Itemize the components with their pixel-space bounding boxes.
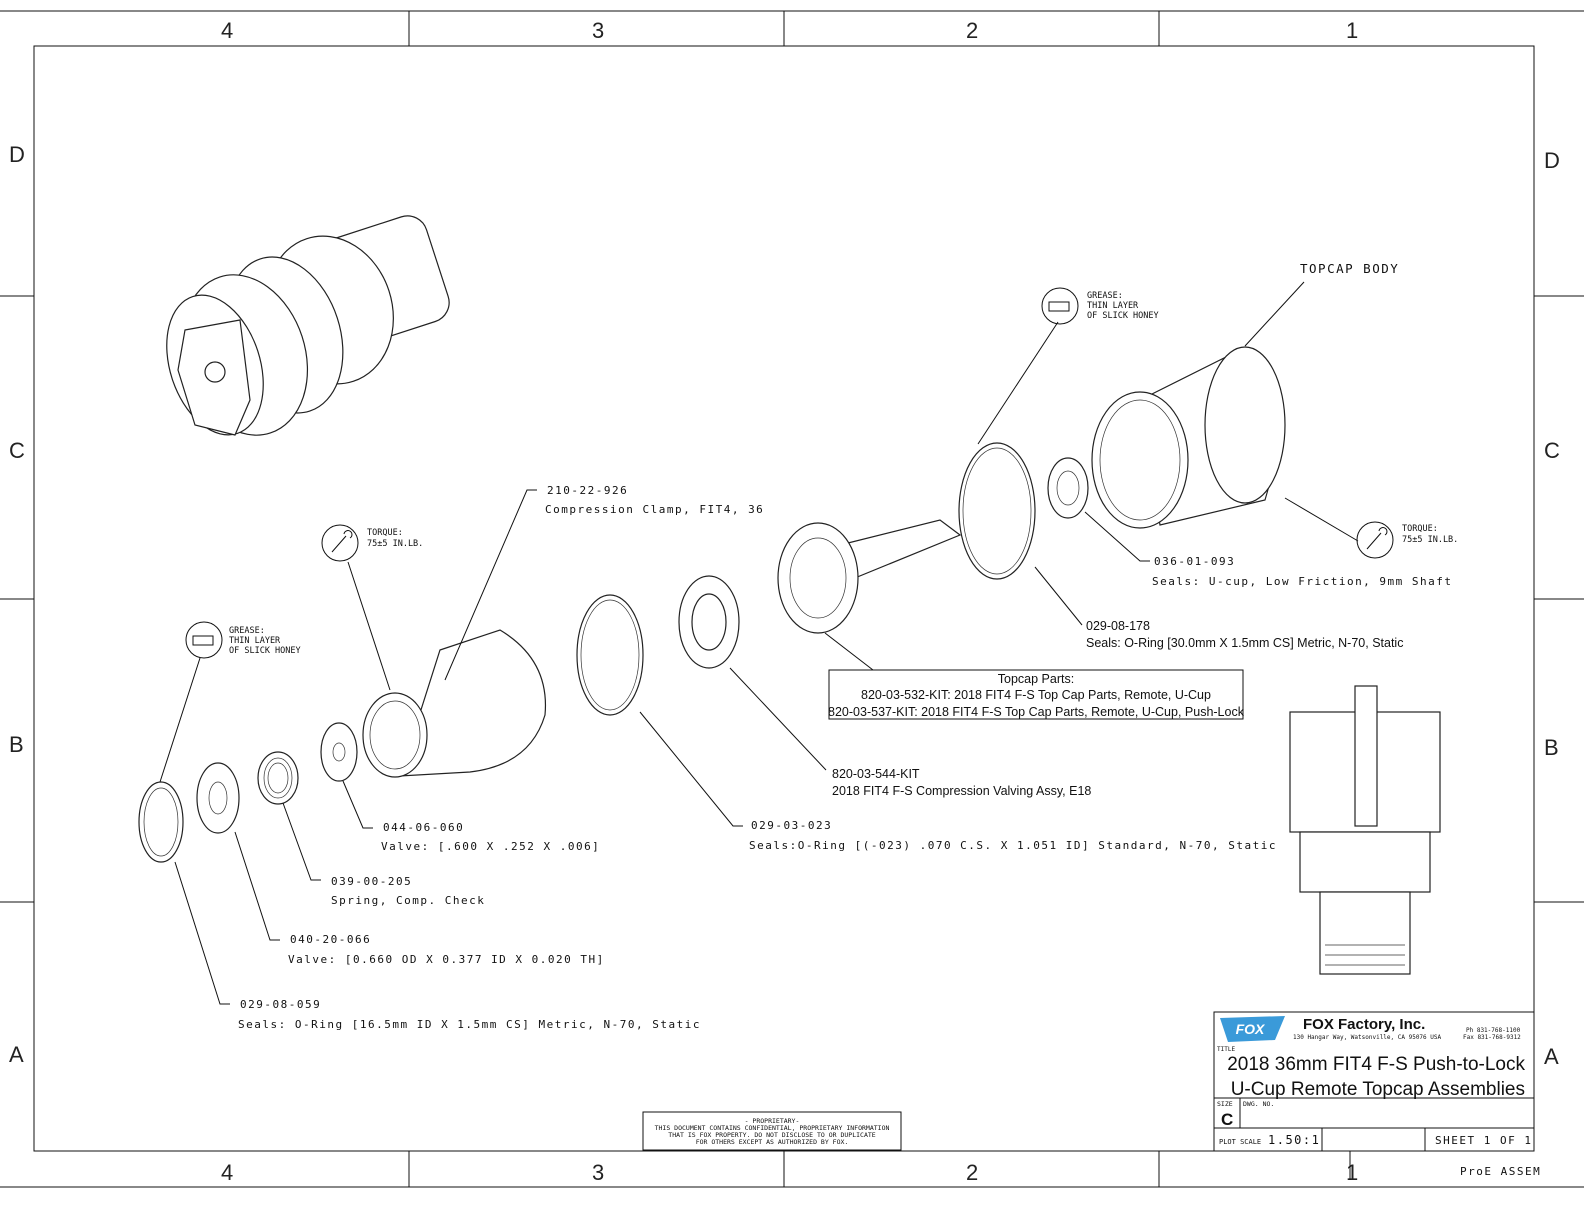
- svg-text:THIS DOCUMENT CONTAINS CONFIDE: THIS DOCUMENT CONTAINS CONFIDENTIAL, PRO…: [655, 1124, 890, 1132]
- oring-029-08-178: [958, 442, 1036, 580]
- fox-logo-text: FOX: [1236, 1021, 1266, 1037]
- zone-row-b-right: B: [1544, 735, 1559, 760]
- topcap-parts-line: 820-03-532-KIT: 2018 FIT4 F-S Top Cap Pa…: [861, 688, 1211, 702]
- svg-text:OF SLICK HONEY: OF SLICK HONEY: [1087, 311, 1159, 321]
- topcap-parts-box: [828, 669, 1244, 720]
- callout-desc: Seals: O-Ring [16.5mm ID X 1.5mm CS] Met…: [238, 1018, 701, 1031]
- zone-col-1-bottom: 1: [1346, 1160, 1358, 1185]
- proprietary-notice: - PROPRIETARY- THIS DOCUMENT CONTAINS CO…: [655, 1117, 890, 1146]
- zone-col-4-bottom: 4: [221, 1160, 233, 1185]
- callout-desc: Valve: [.600 X .252 X .006]: [381, 840, 600, 853]
- callout-part-no: 029-08-059: [240, 998, 321, 1011]
- svg-text:TORQUE:: TORQUE:: [1402, 524, 1438, 534]
- compression-clamp-210-22-926: [399, 629, 547, 777]
- callout-desc: Valve: [0.660 OD X 0.377 ID X 0.020 TH]: [288, 953, 605, 966]
- leader-lines: [159, 281, 1359, 1005]
- zone-row-b: B: [9, 732, 24, 757]
- wrench-icon: [321, 524, 359, 562]
- zone-col-2-bottom: 2: [966, 1160, 978, 1185]
- drawing-title-line2: U-Cup Remote Topcap Assemblies: [1231, 1079, 1525, 1100]
- size-value: C: [1221, 1110, 1233, 1129]
- callout-desc: Seals: O-Ring [30.0mm X 1.5mm CS] Metric…: [1086, 636, 1403, 650]
- software-label: ProE ASSEM: [1460, 1165, 1541, 1178]
- grease-note-lower: GREASE: THIN LAYER OF SLICK HONEY: [185, 621, 301, 659]
- topcap-parts-line: 820-03-537-KIT: 2018 FIT4 F-S Top Cap Pa…: [828, 705, 1245, 719]
- oring-029-08-059: [138, 781, 184, 863]
- topcap-body-label: TOPCAP BODY: [1300, 261, 1399, 276]
- dwg-no-label: DWG. NO.: [1243, 1100, 1274, 1108]
- valve-044-06-060: [320, 722, 358, 782]
- spring-039-00-205: [257, 751, 299, 805]
- callout-part-no: 029-08-178: [1086, 619, 1150, 633]
- svg-text:75±5 IN.LB.: 75±5 IN.LB.: [367, 539, 423, 549]
- drawing-title-line1: 2018 36mm FIT4 F-S Push-to-Lock: [1227, 1054, 1525, 1075]
- ucup-036-01-093: [1047, 457, 1089, 519]
- torque-note-left: TORQUE: 75±5 IN.LB.: [321, 524, 423, 562]
- title-block: FOX FOX Factory, Inc. 130 Hangar Way, Wa…: [1213, 1011, 1541, 1180]
- zone-col-3: 3: [592, 18, 604, 43]
- size-label: SIZE: [1217, 1100, 1233, 1108]
- zone-row-c-right: C: [1544, 438, 1560, 463]
- wrench-icon: [1356, 521, 1394, 559]
- valve-040-20-066: [196, 762, 240, 834]
- svg-text:TORQUE:: TORQUE:: [367, 528, 403, 538]
- callout-desc: Compression Clamp, FIT4, 36: [545, 503, 764, 516]
- zone-row-a-right: A: [1544, 1044, 1559, 1069]
- svg-text:GREASE:: GREASE:: [1087, 291, 1123, 301]
- callout-part-no: 036-01-093: [1154, 555, 1235, 568]
- zone-col-1: 1: [1346, 18, 1358, 43]
- callout-part-no: 210-22-926: [547, 484, 628, 497]
- zone-row-c: C: [9, 438, 25, 463]
- company-address: 130 Hangar Way, Watsonville, CA 95076 US…: [1293, 1034, 1441, 1041]
- grease-icon: [185, 621, 223, 659]
- svg-text:THIN LAYER: THIN LAYER: [1087, 301, 1139, 311]
- callout-desc: Seals:O-Ring [(-023) .070 C.S. X 1.051 I…: [749, 839, 1277, 852]
- company-name: FOX Factory, Inc.: [1303, 1016, 1425, 1033]
- svg-text:75±5 IN.LB.: 75±5 IN.LB.: [1402, 535, 1458, 545]
- callout-desc: Seals: U-cup, Low Friction, 9mm Shaft: [1152, 575, 1453, 588]
- callout-part-no: 044-06-060: [383, 821, 464, 834]
- zone-row-a: A: [9, 1042, 24, 1067]
- plot-scale-value: 1.50:1: [1268, 1133, 1320, 1147]
- callout-desc: Spring, Comp. Check: [331, 894, 485, 907]
- callout-part-no: 040-20-066: [290, 933, 371, 946]
- proprietary-notice-box: [642, 1111, 902, 1151]
- grease-note-upper: GREASE: THIN LAYER OF SLICK HONEY: [1041, 287, 1159, 325]
- topcap-parts-heading: Topcap Parts:: [998, 672, 1074, 686]
- oring-029-03-023: [576, 594, 644, 716]
- svg-text:GREASE:: GREASE:: [229, 626, 265, 636]
- callout-part-no: 029-03-023: [751, 819, 832, 832]
- svg-text:- PROPRIETARY-: - PROPRIETARY-: [745, 1117, 800, 1125]
- title-label: TITLE: [1217, 1046, 1235, 1053]
- zone-row-d-right: D: [1544, 148, 1560, 173]
- torque-note-right: TORQUE: 75±5 IN.LB.: [1356, 521, 1458, 559]
- zone-col-3-bottom: 3: [592, 1160, 604, 1185]
- exploded-parts: [138, 346, 1286, 863]
- svg-text:OF SLICK HONEY: OF SLICK HONEY: [229, 646, 301, 656]
- svg-text:THAT IS FOX PROPERTY. DO NOT: THAT IS FOX PROPERTY. DO NOT DISCLOSE TO…: [668, 1131, 875, 1139]
- callout-part-no: 820-03-544-KIT: [832, 767, 920, 781]
- sheet-number: SHEET 1 OF 1: [1435, 1134, 1532, 1147]
- callout-part-no: 039-00-205: [331, 875, 412, 888]
- callout-desc: 2018 FIT4 F-S Compression Valving Assy, …: [832, 784, 1091, 798]
- sheet-border: [0, 10, 1584, 1188]
- grease-icon: [1041, 287, 1079, 325]
- fox-logo: [1220, 1016, 1285, 1042]
- assembled-topcap-view: [166, 215, 450, 436]
- svg-text:FOR OTHERS EXCEPT AS AUTHORIZE: FOR OTHERS EXCEPT AS AUTHORIZED BY FOX.: [696, 1138, 849, 1146]
- section-view: [1289, 685, 1441, 975]
- plot-scale-label: PLOT SCALE: [1219, 1138, 1261, 1146]
- company-fax: Fax 831-768-9312: [1463, 1034, 1521, 1041]
- zone-col-4: 4: [221, 18, 233, 43]
- zone-col-2: 2: [966, 18, 978, 43]
- svg-text:THIN LAYER: THIN LAYER: [229, 636, 281, 646]
- zone-row-d: D: [9, 142, 25, 167]
- company-phone: Ph 831-768-1100: [1466, 1027, 1521, 1034]
